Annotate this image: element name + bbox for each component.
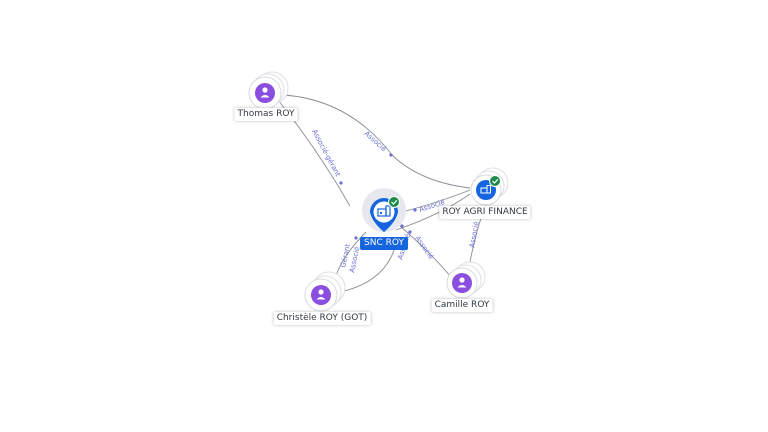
- node-camille-roy[interactable]: [446, 261, 486, 299]
- edge-christele-snc-b: [339, 243, 397, 293]
- arrow-marker: [339, 181, 343, 185]
- node-christele-roy[interactable]: [304, 271, 346, 312]
- edge-label-thomas-agri: Associé: [363, 130, 388, 154]
- arrow-marker: [354, 236, 358, 240]
- arrow-marker: [413, 208, 417, 212]
- edge-agri-snc-2: [395, 193, 471, 231]
- node-snc-roy[interactable]: [362, 188, 406, 232]
- verified-check-icon: [489, 175, 501, 187]
- person-icon: [311, 285, 331, 305]
- arrow-marker: [408, 230, 412, 234]
- node-label-christele-roy[interactable]: Christèle ROY (GOT): [273, 312, 371, 325]
- edge-agri-snc: [401, 189, 471, 213]
- edge-label-camille-snc: Associé: [413, 235, 435, 261]
- arrow-marker: [389, 153, 393, 157]
- node-label-thomas-roy[interactable]: Thomas ROY: [234, 108, 298, 121]
- node-label-camille-roy[interactable]: Camille ROY: [431, 299, 493, 312]
- company-icon: [377, 205, 391, 217]
- verified-check-icon: [388, 196, 400, 208]
- person-icon: [452, 273, 472, 293]
- edge-label-camille-agri: Associé: [468, 221, 480, 248]
- node-label-snc-roy[interactable]: SNC ROY: [360, 237, 408, 250]
- person-icon: [255, 83, 275, 103]
- node-thomas-roy[interactable]: [248, 71, 289, 110]
- node-roy-agri-finance[interactable]: [470, 167, 509, 206]
- edge-camille-snc: [399, 225, 453, 279]
- arrow-marker: [400, 224, 404, 228]
- edge-label-thomas-snc: Associé-gérant: [310, 128, 342, 178]
- node-label-roy-agri-finance[interactable]: ROY AGRI FINANCE: [439, 206, 531, 219]
